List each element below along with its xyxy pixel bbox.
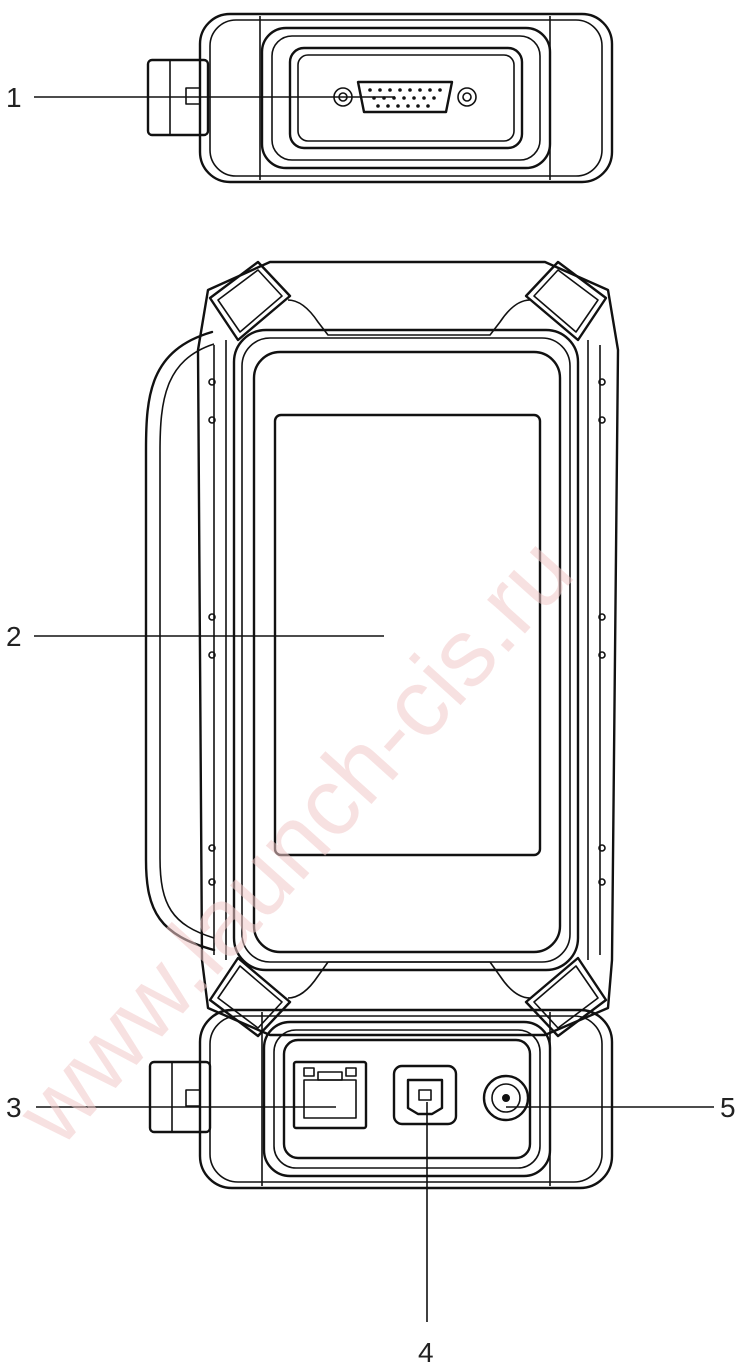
front-view	[144, 260, 620, 1038]
ethernet-port	[292, 1060, 368, 1130]
touch-screen	[273, 413, 542, 857]
carry-handle	[144, 330, 216, 952]
bottom-view	[148, 1008, 614, 1190]
watermark: www.launch-cis.ru	[0, 518, 593, 1165]
callout-2: 2	[6, 621, 22, 652]
callout-4: 4	[418, 1337, 434, 1368]
callout-1: 1	[6, 82, 22, 113]
callout-3: 3	[6, 1092, 22, 1123]
dc-power-jack	[482, 1074, 530, 1122]
callout-5: 5	[720, 1092, 736, 1123]
top-view	[146, 12, 614, 184]
usb-port	[392, 1064, 458, 1126]
